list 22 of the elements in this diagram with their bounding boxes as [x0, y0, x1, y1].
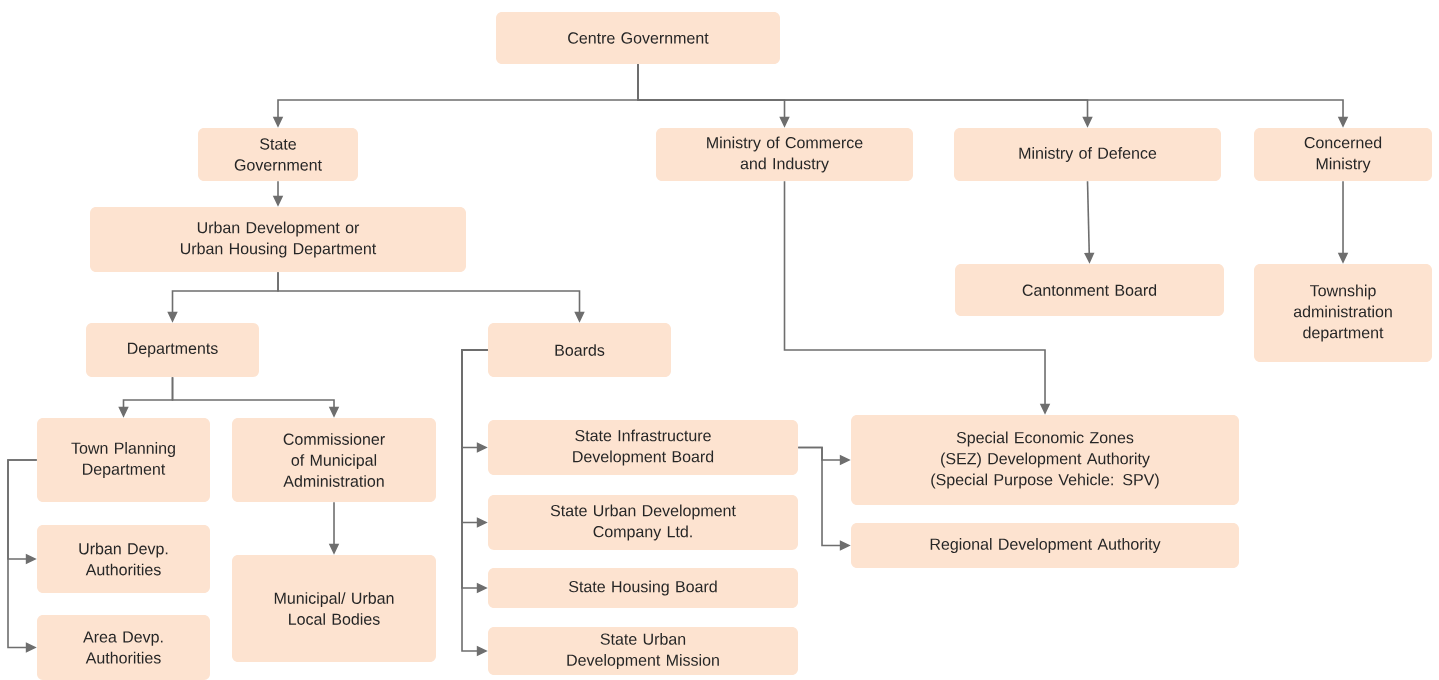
org-box: State Urban Development Mission — [488, 627, 798, 675]
org-box: Ministry of Commerce and Industry — [656, 128, 913, 181]
org-box: Area Devp. Authorities — [37, 615, 210, 680]
connector-arrow — [7, 459, 38, 653]
org-box: Urban Devp. Authorities — [37, 525, 210, 593]
org-box: State Government — [198, 128, 358, 181]
org-box: Boards — [488, 323, 671, 377]
org-box: Township administration department — [1254, 264, 1432, 362]
org-box: Centre Government — [496, 12, 780, 64]
org-box: Ministry of Defence — [954, 128, 1221, 181]
org-box: Departments — [86, 323, 259, 377]
org-box: Cantonment Board — [955, 264, 1224, 316]
org-box: Regional Development Authority — [851, 523, 1239, 568]
org-box: Urban Development or Urban Housing Department — [90, 207, 466, 272]
org-box: State Housing Board — [488, 568, 798, 608]
org-box: Town Planning Department — [37, 418, 210, 502]
org-box: Concerned Ministry — [1254, 128, 1432, 181]
org-box: State Urban Development Company Ltd. — [488, 495, 798, 550]
org-box: Municipal/ Urban Local Bodies — [232, 555, 436, 662]
org-box: Special Economic Zones (SEZ) Development Authority (Special Purpose Vehicle: SPV) — [851, 415, 1239, 505]
org-box: State Infrastructure Development Board — [488, 420, 798, 475]
org-box: Commissioner of Municipal Administration — [232, 418, 436, 502]
